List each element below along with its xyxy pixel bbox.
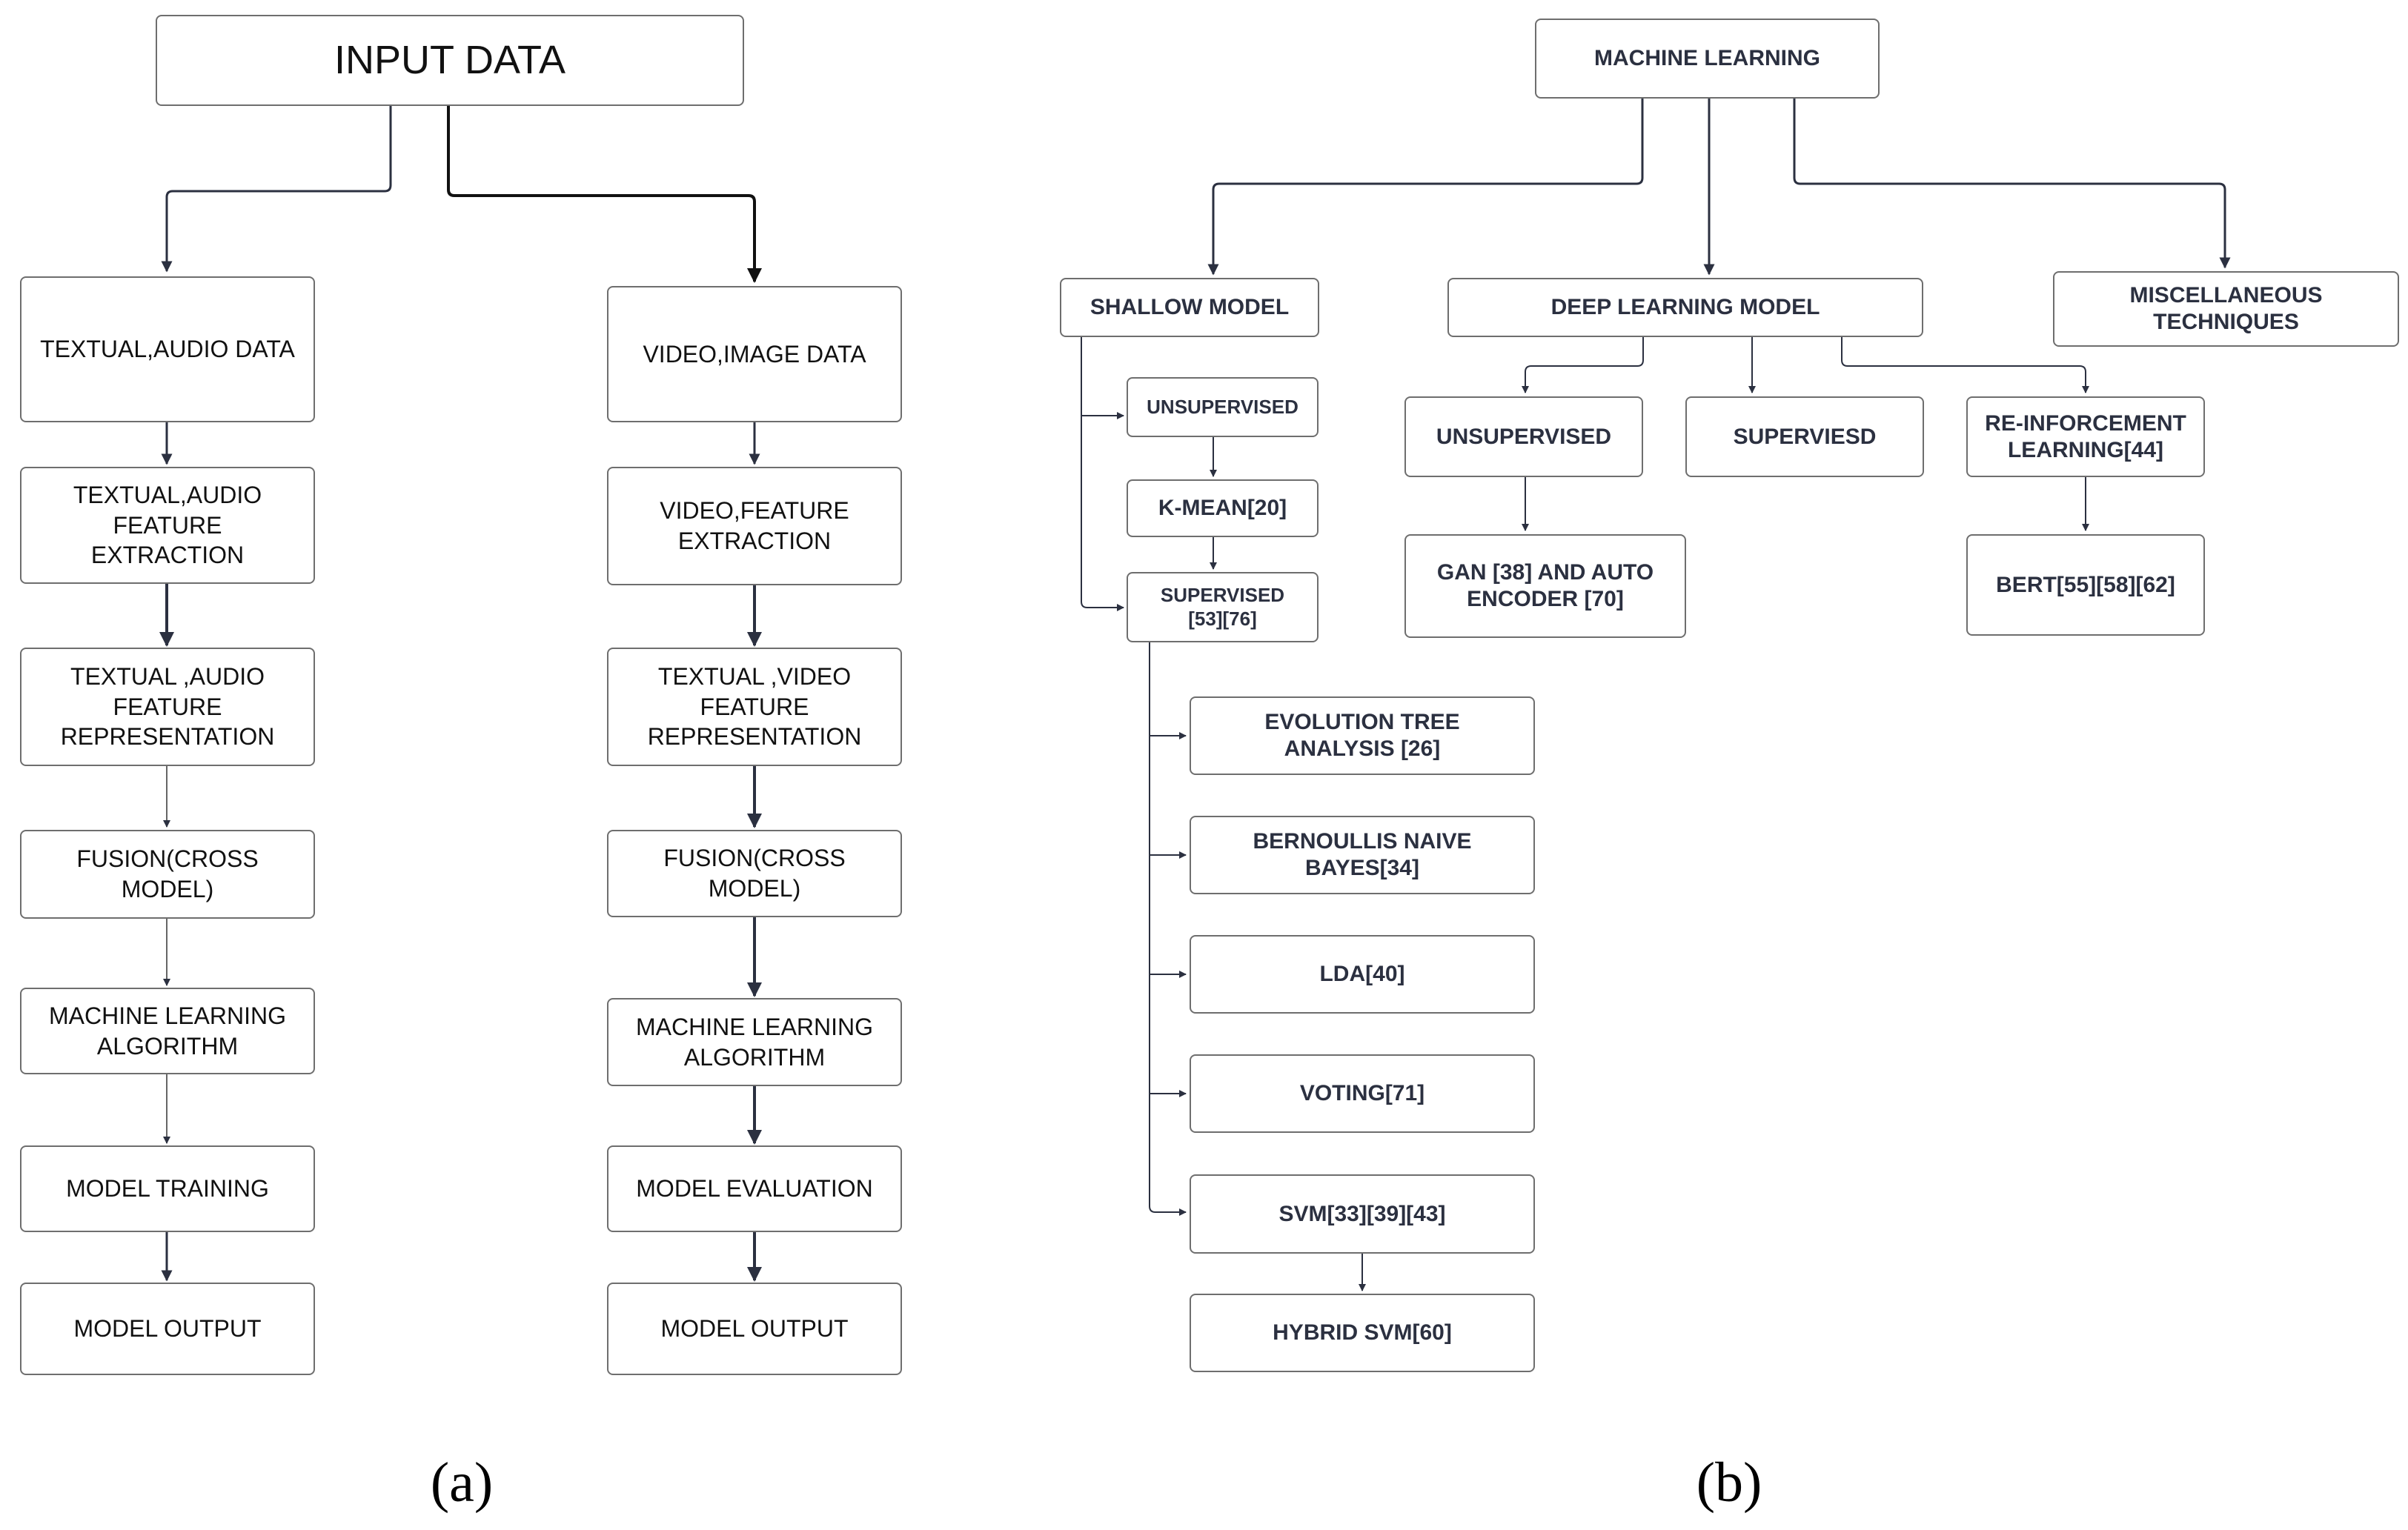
b-bernoullis-naive-bayes: BERNOULLIS NAIVE BAYES[34] (1190, 816, 1535, 894)
b-root-machine-learning: MACHINE LEARNING (1535, 19, 1880, 99)
b-k-mean: K-MEAN[20] (1127, 479, 1319, 537)
a-left-node-label: MODEL TRAINING (66, 1175, 269, 1203)
b-node-label: K-MEAN[20] (1158, 496, 1287, 520)
b-deep-unsupervised: UNSUPERVISED (1404, 396, 1643, 477)
b-node-label: HYBRID SVM[60] (1273, 1320, 1452, 1345)
a-left-node-ml-algorithm: MACHINE LEARNING ALGORITHM (20, 988, 315, 1074)
a-left-node-label: TEXTUAL,AUDIO FEATURE EXTRACTION (73, 481, 262, 569)
edge-input-to-left (161, 106, 392, 273)
a-right-node-feature-representation: TEXTUAL ,VIDEO FEATURE REPRESENTATION (607, 648, 902, 766)
caption-b: (b) (1696, 1451, 1762, 1514)
b-voting: VOTING[71] (1190, 1054, 1535, 1133)
a-left-node-model-output: MODEL OUTPUT (20, 1283, 315, 1375)
a-right-node-label: TEXTUAL ,VIDEO FEATURE REPRESENTATION (647, 662, 862, 751)
b-node-label: SUPERVIESD (1733, 424, 1877, 449)
a-right-node-ml-algorithm: MACHINE LEARNING ALGORITHM (607, 998, 902, 1086)
b-shallow-supervised: SUPERVISED [53][76] (1127, 572, 1319, 642)
a-right-node-label: MODEL OUTPUT (660, 1315, 849, 1343)
b-node-label: RE-INFORCEMENT LEARNING[44] (1985, 410, 2186, 462)
a-right-node-label: FUSION(CROSS MODEL) (663, 845, 846, 902)
a-left-node-feature-representation: TEXTUAL ,AUDIO FEATURE REPRESENTATION (20, 648, 315, 766)
b-node-label: MACHINE LEARNING (1594, 46, 1820, 70)
edge-root-to-misc (1793, 99, 2231, 269)
b-node-label: SHALLOW MODEL (1089, 295, 1290, 319)
a-left-node-label: TEXTUAL ,AUDIO FEATURE REPRESENTATION (60, 662, 275, 751)
a-right-node-feature-extraction: VIDEO,FEATURE EXTRACTION (607, 467, 902, 585)
edge-input-to-right (447, 106, 762, 283)
b-node-label: DEEP LEARNING MODEL (1550, 295, 1820, 319)
edge-deep-to-reinf (1841, 337, 2089, 393)
a-left-node-label: MODEL OUTPUT (73, 1315, 262, 1343)
a-right-node-label: MODEL EVALUATION (636, 1175, 873, 1203)
a-left-node-fusion: FUSION(CROSS MODEL) (20, 830, 315, 919)
b-node-label: UNSUPERVISED (1436, 424, 1612, 449)
b-node-label: EVOLUTION TREE ANALYSIS [26] (1264, 710, 1460, 761)
b-evolution-tree-analysis: EVOLUTION TREE ANALYSIS [26] (1190, 696, 1535, 775)
b-gan-autoencoder: GAN [38] AND AUTO ENCODER [70] (1404, 534, 1686, 638)
b-node-label: UNSUPERVISED (1147, 395, 1298, 418)
a-left-node-label: FUSION(CROSS MODEL) (76, 845, 259, 902)
b-node-label: LDA[40] (1319, 962, 1405, 986)
b-node-label: BERNOULLIS NAIVE BAYES[34] (1253, 829, 1472, 880)
a-left-node-textual-audio-data: TEXTUAL,AUDIO DATA (20, 276, 315, 422)
a-left-node-feature-extraction: TEXTUAL,AUDIO FEATURE EXTRACTION (20, 467, 315, 584)
b-deep-learning-model: DEEP LEARNING MODEL (1447, 278, 1923, 337)
b-node-label: SVM[33][39][43] (1278, 1201, 1446, 1226)
a-right-node-label: VIDEO,IMAGE DATA (643, 340, 866, 367)
b-node-label: VOTING[71] (1299, 1081, 1425, 1105)
b-reinforcement-learning: RE-INFORCEMENT LEARNING[44] (1966, 396, 2205, 477)
edge-shallow-trunk (1081, 337, 1124, 611)
a-left-node-label: TEXTUAL,AUDIO DATA (40, 336, 295, 363)
b-hybrid-svm: HYBRID SVM[60] (1190, 1294, 1535, 1372)
input-data-label: INPUT DATA (334, 37, 566, 82)
b-shallow-model: SHALLOW MODEL (1060, 278, 1319, 337)
b-shallow-unsupervised: UNSUPERVISED (1127, 377, 1319, 437)
a-right-node-label: MACHINE LEARNING ALGORITHM (635, 1013, 874, 1071)
a-left-node-model-training: MODEL TRAINING (20, 1145, 315, 1232)
edge-root-to-shallow (1207, 99, 1644, 276)
b-miscellaneous-techniques: MISCELLANEOUS TECHNIQUES (2053, 271, 2399, 347)
b-node-label: GAN [38] AND AUTO ENCODER [70] (1436, 560, 1654, 611)
input-data-box: INPUT DATA (156, 15, 744, 106)
caption-a: (a) (430, 1451, 494, 1514)
b-node-label: MISCELLANEOUS TECHNIQUES (2129, 283, 2323, 334)
b-node-label: BERT[55][58][62] (1996, 572, 2175, 597)
b-lda: LDA[40] (1190, 935, 1535, 1014)
edge-supervised-trunk (1149, 642, 1187, 1216)
a-right-node-video-image-data: VIDEO,IMAGE DATA (607, 286, 902, 422)
b-node-label: SUPERVISED [53][76] (1160, 584, 1285, 630)
edge-deep-to-unsup (1522, 337, 1644, 393)
a-right-node-model-evaluation: MODEL EVALUATION (607, 1145, 902, 1232)
b-bert: BERT[55][58][62] (1966, 534, 2205, 636)
a-right-node-fusion: FUSION(CROSS MODEL) (607, 830, 902, 917)
a-right-node-model-output: MODEL OUTPUT (607, 1283, 902, 1375)
a-right-node-label: VIDEO,FEATURE EXTRACTION (660, 497, 849, 554)
b-deep-supervised: SUPERVIESD (1685, 396, 1924, 477)
a-left-node-label: MACHINE LEARNING ALGORITHM (48, 1002, 287, 1060)
b-svm: SVM[33][39][43] (1190, 1174, 1535, 1254)
